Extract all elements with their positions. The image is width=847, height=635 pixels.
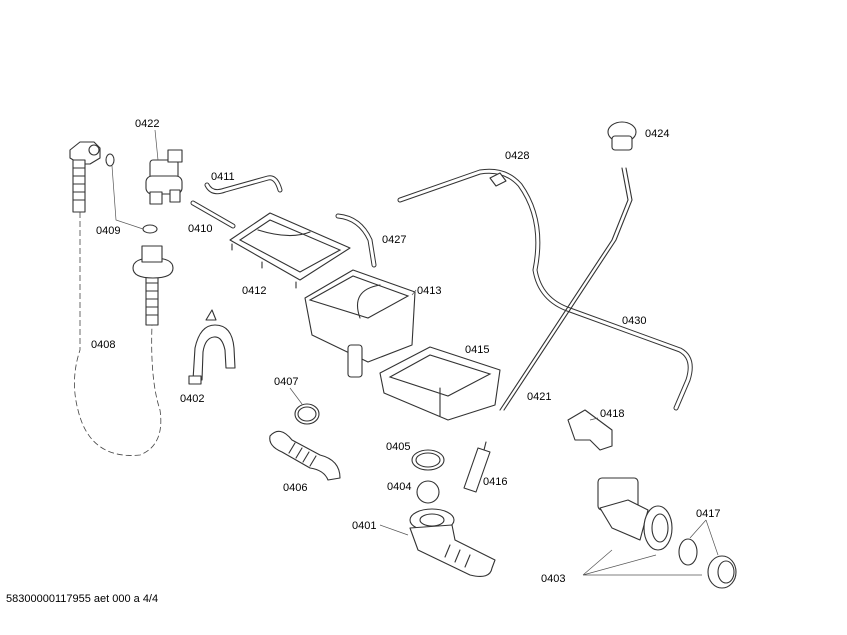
label-0424: 0424	[645, 128, 669, 140]
part-0403-drain-pump	[582, 477, 702, 576]
part-0422-inlet-valve	[145, 129, 183, 205]
label-0408: 0408	[91, 339, 115, 351]
label-0428: 0428	[505, 150, 529, 162]
part-0421-hose	[499, 167, 633, 411]
label-0417: 0417	[696, 508, 720, 520]
label-0403: 0403	[541, 573, 565, 585]
part-0404-ball	[416, 480, 440, 504]
label-0411: 0411	[211, 171, 235, 183]
document-reference-footer: 58300000117955 aet 000 a 4/4	[6, 593, 159, 605]
label-0412: 0412	[242, 285, 266, 297]
part-0407-seal-ring	[289, 387, 320, 425]
part-0410-hose	[190, 200, 236, 229]
part-0401-drain-sump	[379, 508, 496, 577]
part-0427-hose	[335, 213, 377, 268]
label-0427: 0427	[382, 234, 406, 246]
label-0402: 0402	[180, 393, 204, 405]
part-0402-hose-bracket	[188, 309, 236, 385]
part-0428-0430-pipe	[397, 168, 693, 411]
label-0409: 0409	[96, 225, 120, 237]
part-0418-bracket	[567, 409, 613, 451]
label-0415: 0415	[465, 344, 489, 356]
label-0407: 0407	[274, 376, 298, 388]
part-0408-inlet-hose	[69, 141, 174, 456]
label-0421: 0421	[527, 391, 551, 403]
label-0401: 0401	[352, 520, 376, 532]
label-0413: 0413	[417, 285, 441, 297]
label-0404: 0404	[387, 481, 411, 493]
label-0430: 0430	[622, 315, 646, 327]
label-0410: 0410	[188, 223, 212, 235]
label-0418: 0418	[600, 408, 624, 420]
label-0405: 0405	[386, 441, 410, 453]
part-0413-dispenser-housing	[304, 269, 417, 378]
label-0406: 0406	[283, 482, 307, 494]
part-0406-bellows-hose	[269, 430, 341, 481]
part-0415-detergent-drawer	[379, 346, 501, 421]
part-0416-sensor	[463, 441, 491, 493]
part-0417-filter	[678, 519, 737, 589]
part-0411-hose	[204, 175, 283, 195]
label-0422: 0422	[135, 118, 159, 130]
part-0412-dispenser-cover	[229, 212, 351, 289]
label-0416: 0416	[483, 476, 507, 488]
part-0405-seal-ring	[411, 449, 445, 471]
part-0424-pressure-switch	[607, 121, 637, 151]
part-0409-seal	[105, 153, 158, 234]
